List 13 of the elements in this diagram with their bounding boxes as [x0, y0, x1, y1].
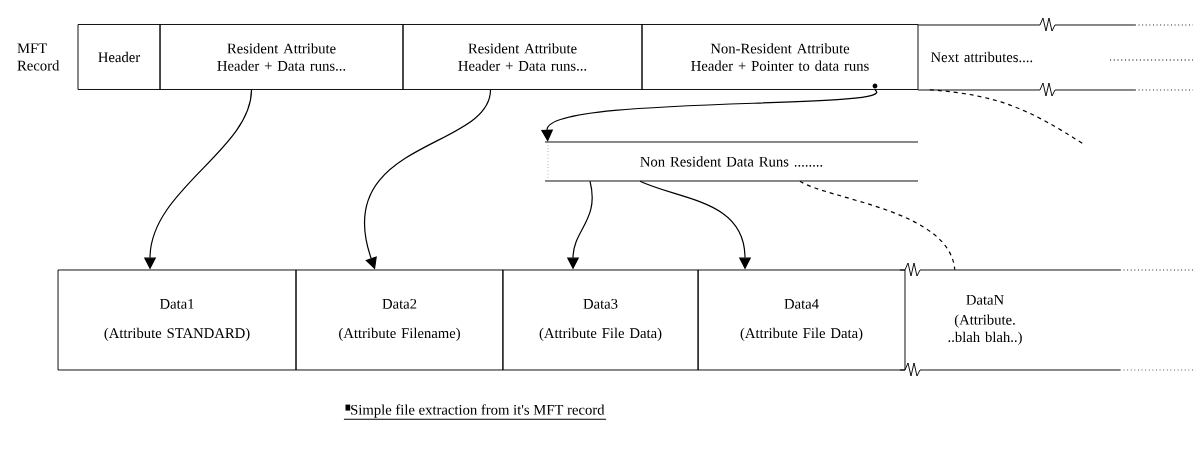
row-label: MFT Record: [17, 43, 60, 71]
data-cell: Data4 (Attribute File Data): [697, 269, 906, 371]
attribute-cell: Non-Resident Attribute Header + Pointer to data runs: [641, 24, 919, 90]
attribute-cell: Next attributes....: [917, 17, 1193, 97]
data-cell: Data2 (Attribute Filename): [295, 269, 504, 371]
data-runs-band: Non Resident Data Runs ........: [544, 141, 919, 182]
header-cell: Header: [77, 24, 161, 90]
data-cell: DataN (Attribute. ..blah blah..): [899, 262, 1193, 377]
caption: Simple file extraction from it's MFT record: [343, 404, 607, 420]
attribute-cell: Resident Attribute Header + Data runs...: [159, 24, 404, 90]
data-cell: Data3 (Attribute File Data): [502, 269, 699, 371]
data-cell: Data1 (Attribute STANDARD): [57, 269, 297, 371]
attribute-cell: Resident Attribute Header + Data runs...: [402, 24, 643, 90]
